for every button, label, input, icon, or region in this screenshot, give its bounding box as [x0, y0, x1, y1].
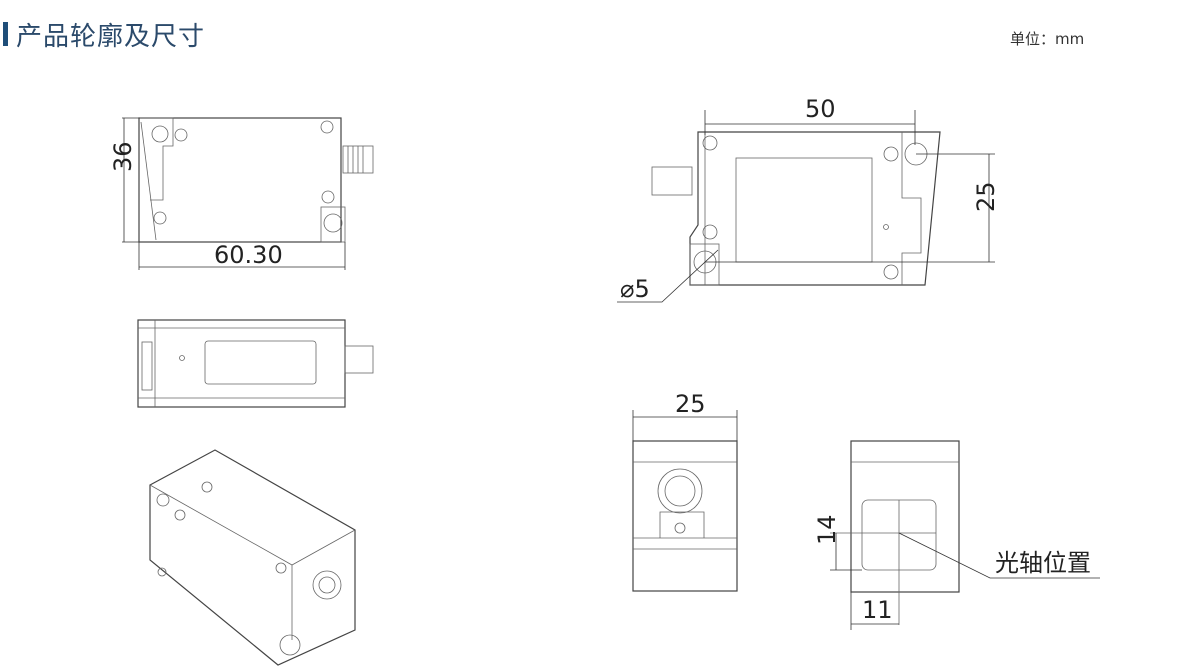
dim-optical-axis-14: 14	[813, 514, 841, 545]
optical-axis-label: 光轴位置	[995, 549, 1091, 577]
title-accent-bar	[3, 22, 8, 46]
dim-hole-vertical-25: 25	[972, 181, 1000, 212]
dim-hole-spacing-50: 50	[805, 95, 836, 123]
connector-end-view	[632, 410, 738, 592]
dim-optical-axis-11: 11	[862, 596, 893, 624]
dim-hole-diameter: ⌀5	[620, 275, 650, 303]
bottom-view	[617, 110, 995, 303]
side-view	[122, 117, 374, 270]
dim-end-width-25: 25	[675, 390, 706, 418]
page-title: 产品轮廓及尺寸	[16, 22, 206, 52]
top-view	[137, 319, 374, 408]
unit-label: 单位：mm	[1010, 30, 1085, 48]
isometric-view	[149, 449, 356, 666]
dim-length-60-30: 60.30	[214, 241, 283, 269]
sensor-face-view	[830, 440, 1100, 630]
dim-height-36: 36	[109, 141, 137, 172]
